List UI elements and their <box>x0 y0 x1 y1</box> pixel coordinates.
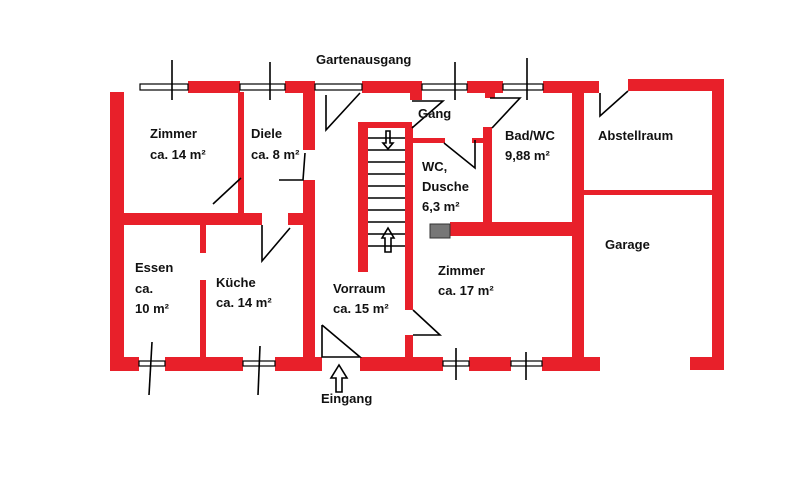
svg-text:Dusche: Dusche <box>422 179 469 194</box>
stair-down-arrow-icon <box>381 130 395 151</box>
svg-text:ca.: ca. <box>135 281 153 296</box>
walls <box>110 79 724 371</box>
svg-text:ca. 15 m²: ca. 15 m² <box>333 301 389 316</box>
staircase <box>368 130 405 253</box>
svg-text:ca. 17 m²: ca. 17 m² <box>438 283 494 298</box>
room-zimmer-1: Zimmer ca. 14 m² <box>150 126 206 162</box>
svg-text:9,88 m²: 9,88 m² <box>505 148 550 163</box>
svg-text:Küche: Küche <box>216 275 256 290</box>
svg-text:WC,: WC, <box>422 159 447 174</box>
svg-text:Essen: Essen <box>135 260 173 275</box>
svg-text:Zimmer: Zimmer <box>438 263 485 278</box>
label-garage: Garage <box>605 237 650 252</box>
label-abstellraum: Abstellraum <box>598 128 673 143</box>
svg-text:Vorraum: Vorraum <box>333 281 386 296</box>
room-essen: Essen ca. 10 m² <box>135 260 173 316</box>
svg-text:Diele: Diele <box>251 126 282 141</box>
room-bad-wc: Bad/WC 9,88 m² <box>505 128 555 163</box>
svg-text:ca. 8 m²: ca. 8 m² <box>251 147 300 162</box>
svg-text:ca. 14 m²: ca. 14 m² <box>150 147 206 162</box>
room-zimmer-2: Zimmer ca. 17 m² <box>438 263 494 298</box>
room-wc-dusche: WC, Dusche 6,3 m² <box>422 159 469 214</box>
room-diele: Diele ca. 8 m² <box>251 126 300 162</box>
svg-text:6,3 m²: 6,3 m² <box>422 199 460 214</box>
svg-text:Bad/WC: Bad/WC <box>505 128 555 143</box>
entrance-arrow-icon <box>329 363 349 393</box>
svg-text:10 m²: 10 m² <box>135 301 170 316</box>
doors <box>212 90 629 358</box>
label-gang: Gang <box>418 106 451 121</box>
label-gartenausgang: Gartenausgang <box>316 52 411 67</box>
svg-text:Zimmer: Zimmer <box>150 126 197 141</box>
room-kueche: Küche ca. 14 m² <box>216 275 272 310</box>
svg-text:ca. 14 m²: ca. 14 m² <box>216 295 272 310</box>
chimney-icon <box>429 223 451 239</box>
windows <box>138 58 544 396</box>
stair-up-arrow-icon <box>380 226 396 253</box>
label-eingang: Eingang <box>321 391 372 406</box>
room-vorraum: Vorraum ca. 15 m² <box>333 281 389 316</box>
